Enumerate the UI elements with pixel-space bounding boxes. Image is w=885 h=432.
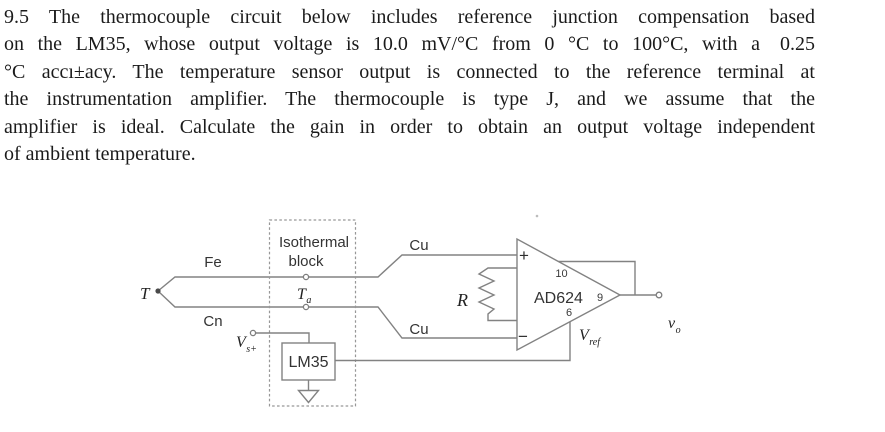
supply-wire: [255, 332, 310, 343]
fe-wire: [157, 254, 517, 292]
cn-wire: [157, 290, 517, 339]
scan-speck: [535, 214, 539, 218]
vref-symbol: V: [579, 327, 591, 344]
supply-terminal: [249, 329, 257, 337]
ground-icon: [297, 389, 320, 404]
problem-line: of ambient temperature.: [4, 143, 196, 166]
ambient-temperature-symbol: T: [297, 286, 307, 303]
supply-voltage-label: Vs+: [236, 334, 257, 355]
pin-10-label: 10: [555, 268, 567, 280]
problem-line: the instrumentation amplifier. The therm…: [4, 88, 815, 111]
pin-6-label: 6: [566, 307, 572, 319]
pin-9-label: 9: [597, 292, 603, 304]
amplifier-part-label: AD624: [534, 290, 583, 307]
supply-voltage-subscript: s+: [246, 344, 257, 355]
vref-label: Vref: [579, 327, 601, 348]
output-voltage-symbol: v: [668, 315, 676, 332]
thermocouple-junction-dot: [155, 288, 161, 294]
lm35-label: LM35: [288, 354, 328, 371]
output-voltage-subscript: o: [676, 325, 681, 336]
ambient-temperature-subscript: a: [306, 295, 311, 306]
minus-input-label: −: [518, 327, 528, 346]
output-terminal: [655, 291, 663, 299]
amplifier-triangle: [516, 237, 622, 352]
problem-line: on the LM35, whose output voltage is 10.…: [4, 33, 815, 56]
plus-input-label: +: [519, 246, 529, 265]
cu-top-label: Cu: [409, 237, 428, 254]
isothermal-terminal-bottom: [302, 303, 310, 311]
supply-voltage-symbol: V: [236, 334, 248, 351]
cn-wire-label: Cn: [203, 313, 222, 330]
isothermal-title-line1: Isothermal: [279, 234, 349, 251]
problem-line: amplifier is ideal. Calculate the gain i…: [4, 115, 815, 138]
gain-resistor-label: R: [456, 290, 468, 310]
gain-resistor: [477, 267, 517, 322]
output-voltage-label: vo: [668, 315, 681, 336]
fe-wire-label: Fe: [204, 254, 222, 271]
problem-statement: 9.5 The thermocouple circuit below inclu…: [4, 4, 815, 168]
vref-wire: [335, 321, 571, 362]
feedback-wire: [558, 260, 636, 295]
problem-line: °C accı±acy. The temperature sensor outp…: [4, 60, 815, 83]
vref-subscript: ref: [589, 337, 601, 348]
isothermal-title-line2: block: [288, 253, 324, 270]
cu-bottom-label: Cu: [409, 321, 428, 338]
temperature-label: T: [140, 284, 151, 303]
isothermal-block-outline: [268, 219, 357, 407]
isothermal-terminal-top: [302, 273, 310, 281]
problem-line: 9.5 The thermocouple circuit below inclu…: [4, 6, 815, 28]
ambient-temperature-label: Ta: [297, 286, 311, 306]
